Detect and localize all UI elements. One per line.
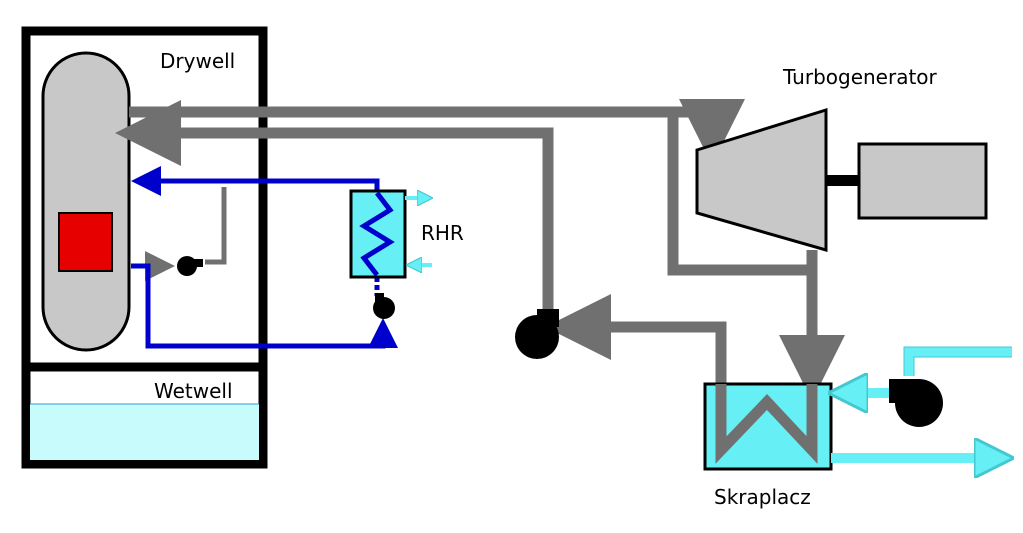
feedwater-pump bbox=[515, 309, 559, 359]
drywell-label: Drywell bbox=[160, 49, 235, 73]
turbine-shaft bbox=[826, 175, 859, 186]
rhr-pump bbox=[373, 293, 395, 319]
rhr-injection-line bbox=[131, 166, 380, 196]
condensate-return-line bbox=[545, 294, 727, 442]
main-steam-line bbox=[129, 99, 745, 165]
rhr-suction-line bbox=[131, 263, 398, 349]
rhr-coil bbox=[359, 191, 395, 277]
suppression-pool bbox=[30, 404, 259, 460]
wetwell-label: Wetwell bbox=[154, 379, 233, 403]
pressure-vessel bbox=[41, 51, 131, 352]
condenser-label: Skraplacz bbox=[714, 485, 811, 509]
turbine-bypass-line bbox=[667, 112, 812, 276]
condenser-tubes bbox=[715, 384, 818, 464]
turbine bbox=[695, 107, 828, 252]
rhr-label: RHR bbox=[421, 221, 464, 245]
feedwater-line bbox=[115, 100, 554, 312]
rhr-heat-exchanger: RHR bbox=[349, 189, 464, 279]
cooling-water-lines bbox=[831, 347, 1012, 458]
generator bbox=[857, 142, 988, 220]
reactor-core bbox=[58, 212, 113, 272]
cooling-water-intake bbox=[904, 347, 1012, 376]
recirc-return bbox=[205, 187, 227, 265]
recirc-pump bbox=[177, 256, 203, 276]
turbogenerator-label: Turbogenerator bbox=[782, 65, 938, 89]
rhr-loop bbox=[131, 166, 398, 349]
turbogenerator: Turbogenerator bbox=[695, 65, 988, 252]
reactor-vessel bbox=[41, 51, 131, 352]
condenser: Skraplacz bbox=[703, 382, 833, 509]
cooling-water-pump bbox=[889, 379, 943, 427]
